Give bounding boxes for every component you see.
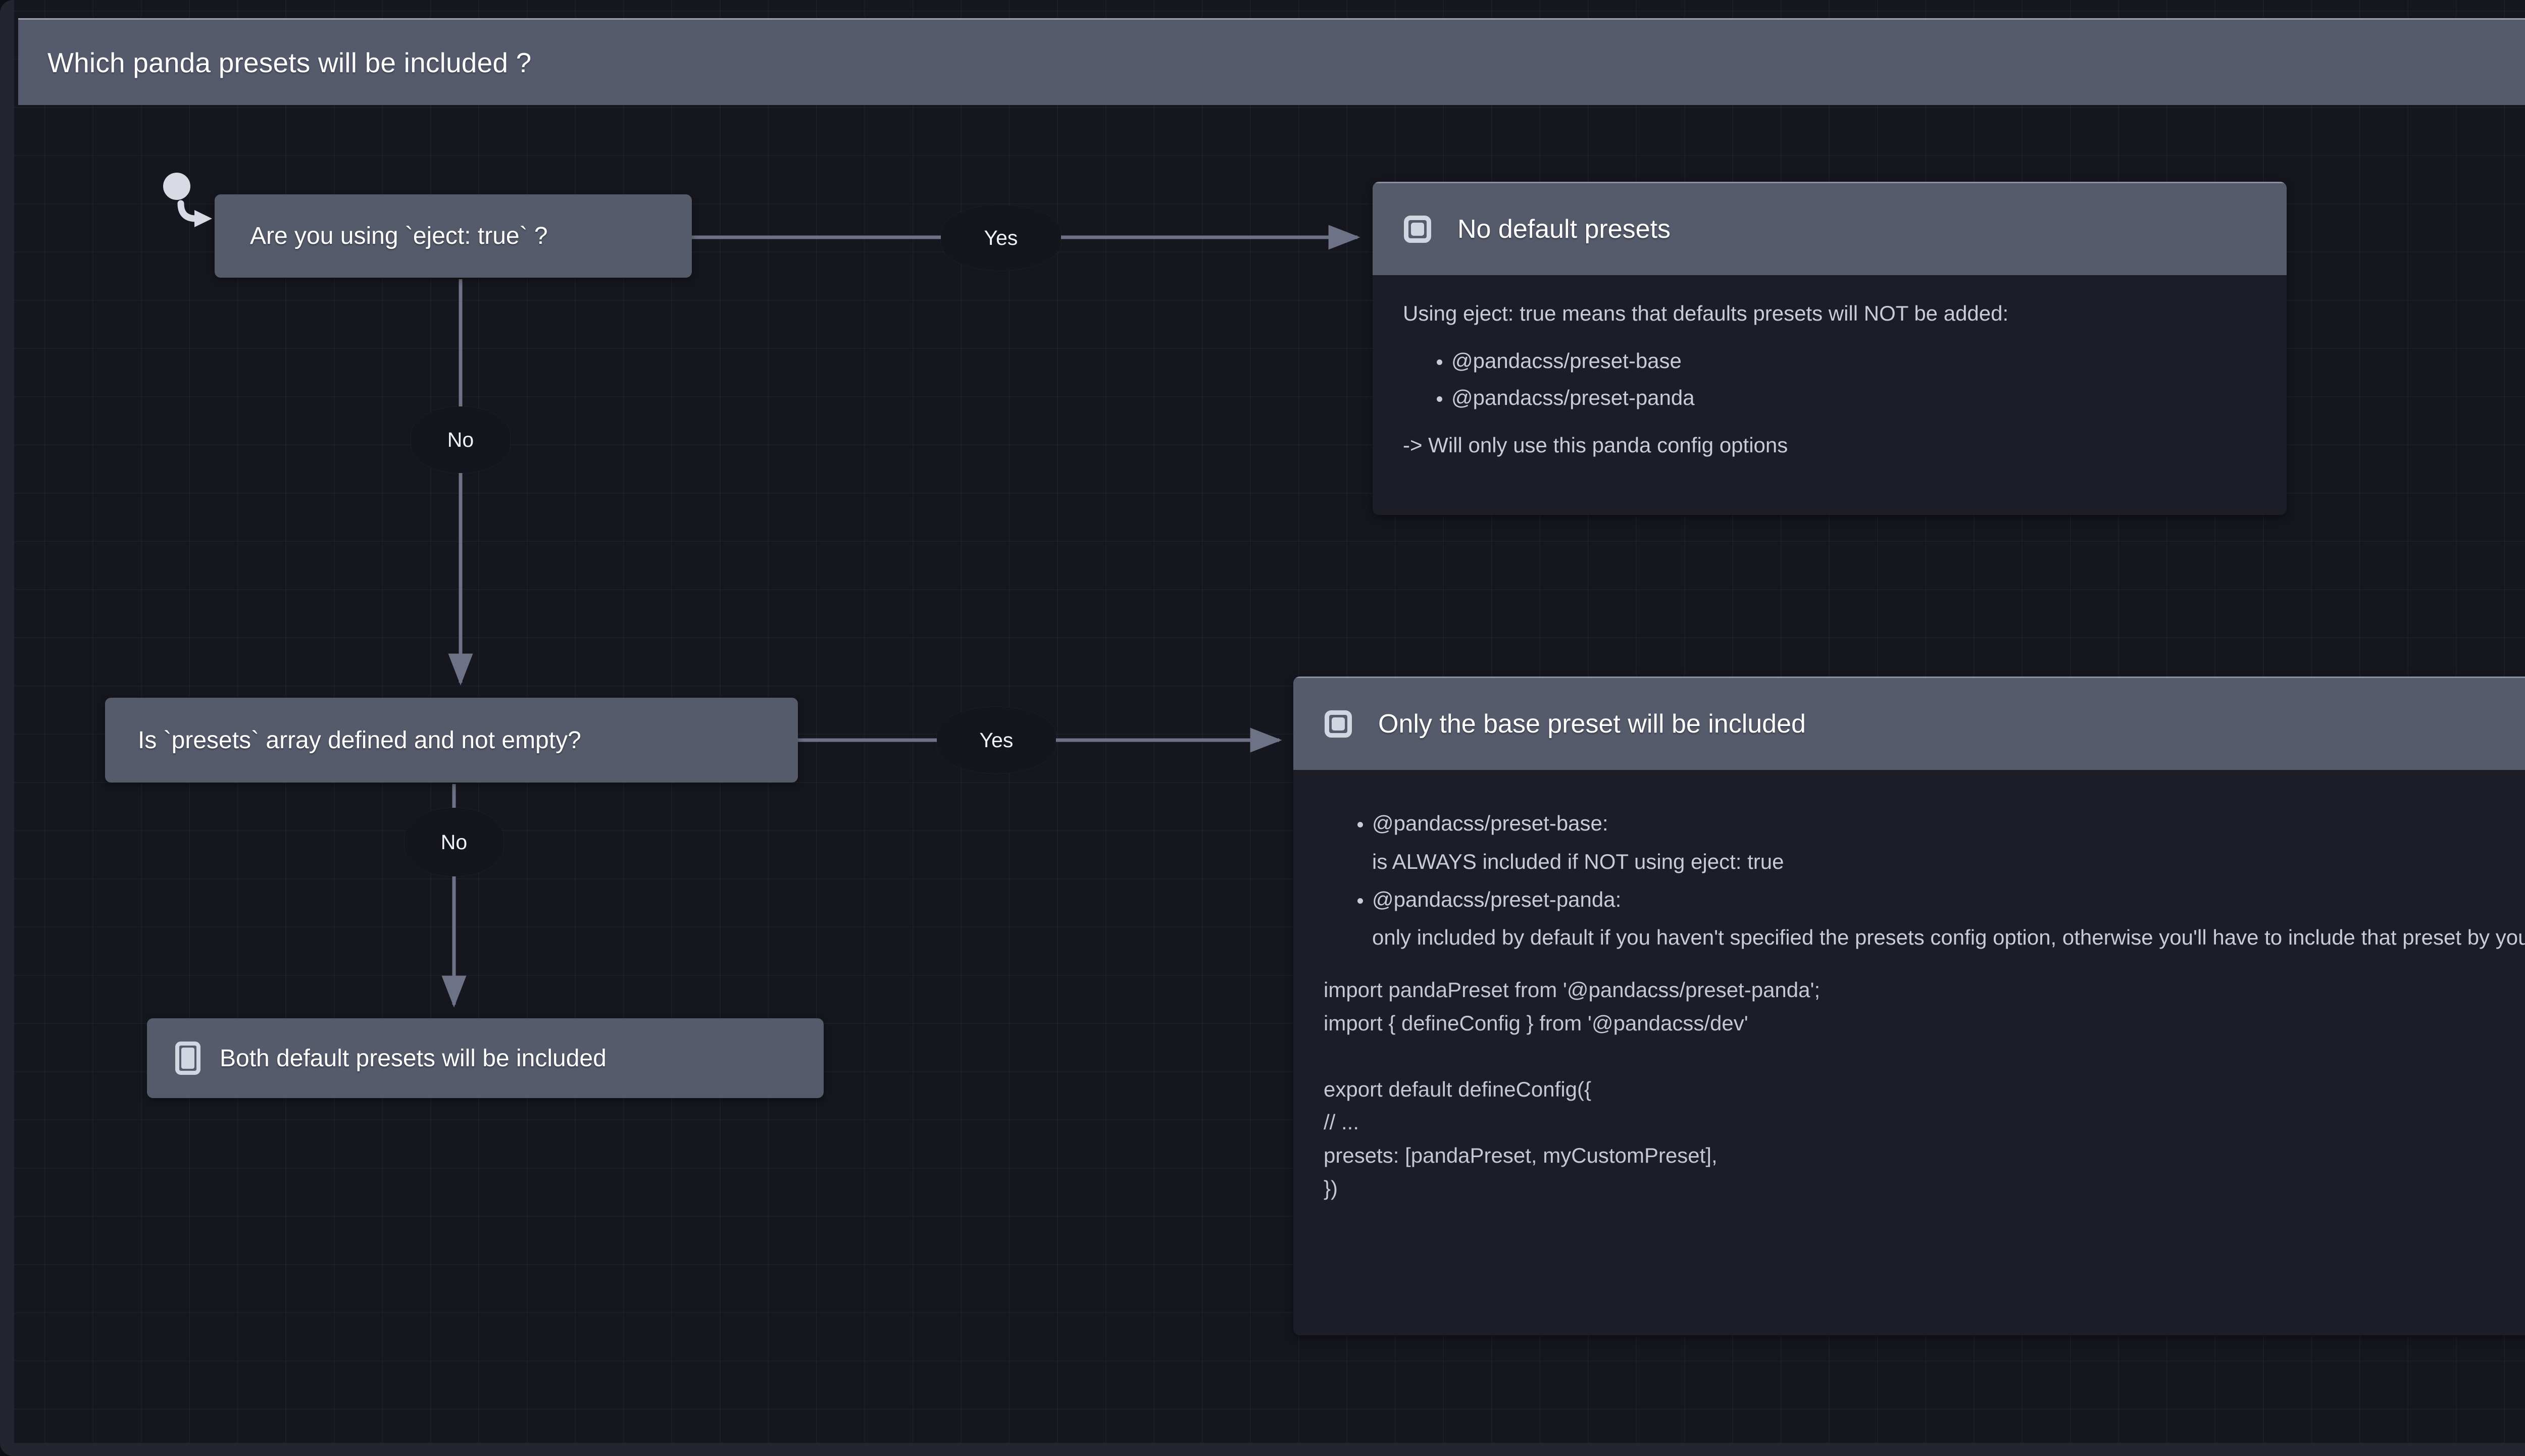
callout-intro-text: Using eject: true means that defaults pr… — [1403, 301, 2009, 325]
code-block: import pandaPreset from '@pandacss/prese… — [1324, 978, 1821, 1201]
callout-only-base-preset-body: @pandacss/preset-base: is ALWAYS include… — [1293, 770, 2525, 1335]
note-icon — [1325, 710, 1352, 738]
diagram-title-bar: Which panda presets will be included ? — [18, 18, 2525, 105]
note-icon — [175, 1042, 200, 1075]
edge-label-no-1-text: No — [447, 428, 474, 451]
callout-only-base-preset-title: Only the base preset will be included — [1378, 709, 1806, 739]
preset-detail: is ALWAYS included if NOT using eject: t… — [1372, 849, 1784, 873]
list-item: @pandacss/preset-base — [1451, 346, 2256, 376]
diagram-canvas[interactable]: no-default-presets callout --> presets? … — [14, 0, 2525, 1443]
preset-detail-list: @pandacss/preset-base: is ALWAYS include… — [1324, 808, 2525, 953]
preset-detail: only included by default if you haven't … — [1372, 925, 2525, 950]
node-presets-label: Is `presets` array defined and not empty… — [138, 726, 581, 754]
callout-only-base-preset[interactable]: Only the base preset will be included @p… — [1293, 677, 2525, 1335]
callout-no-default-presets-title: No default presets — [1457, 215, 1671, 244]
edge-label-no-2[interactable]: No — [405, 808, 503, 876]
edge-label-yes-2-text: Yes — [979, 728, 1014, 752]
list-item: @pandacss/preset-panda: only included by… — [1372, 885, 2525, 954]
node-eject-label: Are you using `eject: true` ? — [250, 223, 548, 249]
preset-term: @pandacss/preset-panda: — [1372, 887, 1622, 911]
node-both-default-presets[interactable]: Both default presets will be included — [147, 1018, 824, 1098]
preset-list: @pandacss/preset-base @pandacss/preset-p… — [1403, 346, 2256, 413]
edge-label-no-2-text: No — [440, 830, 468, 854]
note-icon — [1404, 216, 1431, 243]
node-presets-question[interactable]: Is `presets` array defined and not empty… — [105, 698, 798, 783]
callout-footer-text: -> Will only use this panda config optio… — [1403, 433, 1788, 457]
page-title: Which panda presets will be included ? — [47, 46, 532, 78]
callout-no-default-presets-header: No default presets — [1373, 182, 2287, 275]
callout-only-base-preset-header: Only the base preset will be included — [1293, 677, 2525, 770]
callout-no-default-presets-body: Using eject: true means that defaults pr… — [1373, 275, 2287, 515]
edge-label-yes-1-text: Yes — [984, 226, 1018, 249]
edge-label-no-1[interactable]: No — [411, 406, 510, 473]
edge-label-yes-1[interactable]: Yes — [941, 205, 1061, 271]
callout-no-default-presets[interactable]: No default presets Using eject: true mea… — [1373, 182, 2287, 515]
start-circle-arrow-icon — [163, 173, 212, 227]
preset-term: @pandacss/preset-base: — [1372, 811, 1608, 835]
list-item: @pandacss/preset-panda — [1451, 383, 2256, 413]
list-item: @pandacss/preset-base: is ALWAYS include… — [1372, 808, 2525, 877]
node-eject-question[interactable]: Are you using `eject: true` ? — [215, 194, 692, 278]
node-both-default-presets-label: Both default presets will be included — [220, 1045, 607, 1072]
edge-label-yes-2[interactable]: Yes — [937, 707, 1056, 773]
